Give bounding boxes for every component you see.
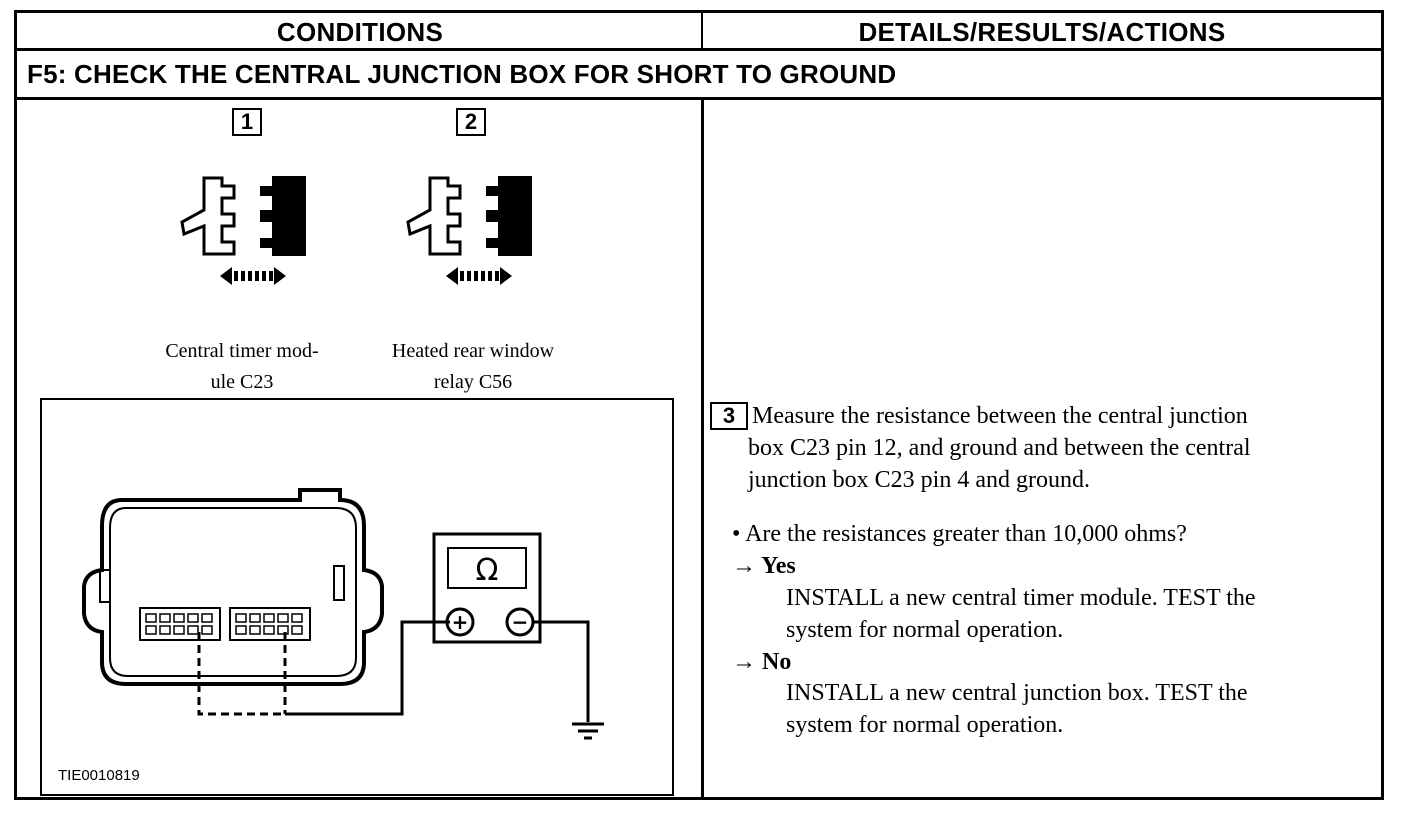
connector-1-disconnect-icon	[180, 176, 306, 285]
connector-2-caption-line2: relay C56	[433, 371, 513, 393]
connector-1-caption: Central timer mod- ule C23	[130, 336, 354, 398]
step-title-row: F5: CHECK THE CENTRAL JUNCTION BOX FOR S…	[17, 48, 1381, 100]
connector-1-caption-line1: Central timer mod-	[165, 340, 319, 362]
question-text: • Are the resistances greater than 10,00…	[732, 521, 1187, 547]
connector-2-disconnect-icon	[406, 176, 532, 285]
no-action-line-1: INSTALL a new central junction box. TEST…	[786, 680, 1248, 706]
no-label: → No	[732, 649, 792, 675]
details-header: DETAILS/RESULTS/ACTIONS	[858, 17, 1226, 47]
yes-label: → Yes	[732, 553, 796, 579]
step-3-number-box: 3	[710, 402, 748, 430]
procedure-table: CONDITIONS DETAILS/RESULTS/ACTIONS F5: C…	[14, 10, 1384, 800]
figure-id: TIE0010819	[58, 767, 140, 784]
header-divider	[701, 13, 703, 48]
yes-action-line-1: INSTALL a new central timer module. TEST…	[786, 585, 1256, 611]
column-divider	[701, 100, 704, 800]
instruction-line-1: Measure the resistance between the centr…	[752, 403, 1248, 429]
connector-2-number-box: 2	[456, 108, 486, 136]
positive-terminal-symbol: +	[452, 610, 469, 634]
step-title: F5: CHECK THE CENTRAL JUNCTION BOX FOR S…	[27, 59, 897, 89]
no-action-line-2: system for normal operation.	[786, 712, 1064, 738]
connector-1-number-box: 1	[232, 108, 262, 136]
resistance-test-diagram: Ω + − TIE0010819	[40, 398, 674, 796]
connector-2-caption-line1: Heated rear window	[391, 340, 555, 362]
ohm-symbol: Ω	[476, 553, 499, 588]
yes-action-line-2: system for normal operation.	[786, 617, 1064, 643]
conditions-header: CONDITIONS	[276, 17, 444, 47]
connector-1-caption-line2: ule C23	[210, 371, 274, 393]
instruction-line-2: box C23 pin 12, and ground and between t…	[748, 435, 1251, 461]
instruction-line-3: junction box C23 pin 4 and ground.	[748, 467, 1090, 493]
table-header-row: CONDITIONS DETAILS/RESULTS/ACTIONS	[17, 13, 1381, 51]
connector-2-caption: Heated rear window relay C56	[360, 336, 586, 398]
negative-terminal-symbol: −	[512, 610, 529, 634]
junction-box-circuit-drawing: Ω + −	[82, 488, 604, 740]
